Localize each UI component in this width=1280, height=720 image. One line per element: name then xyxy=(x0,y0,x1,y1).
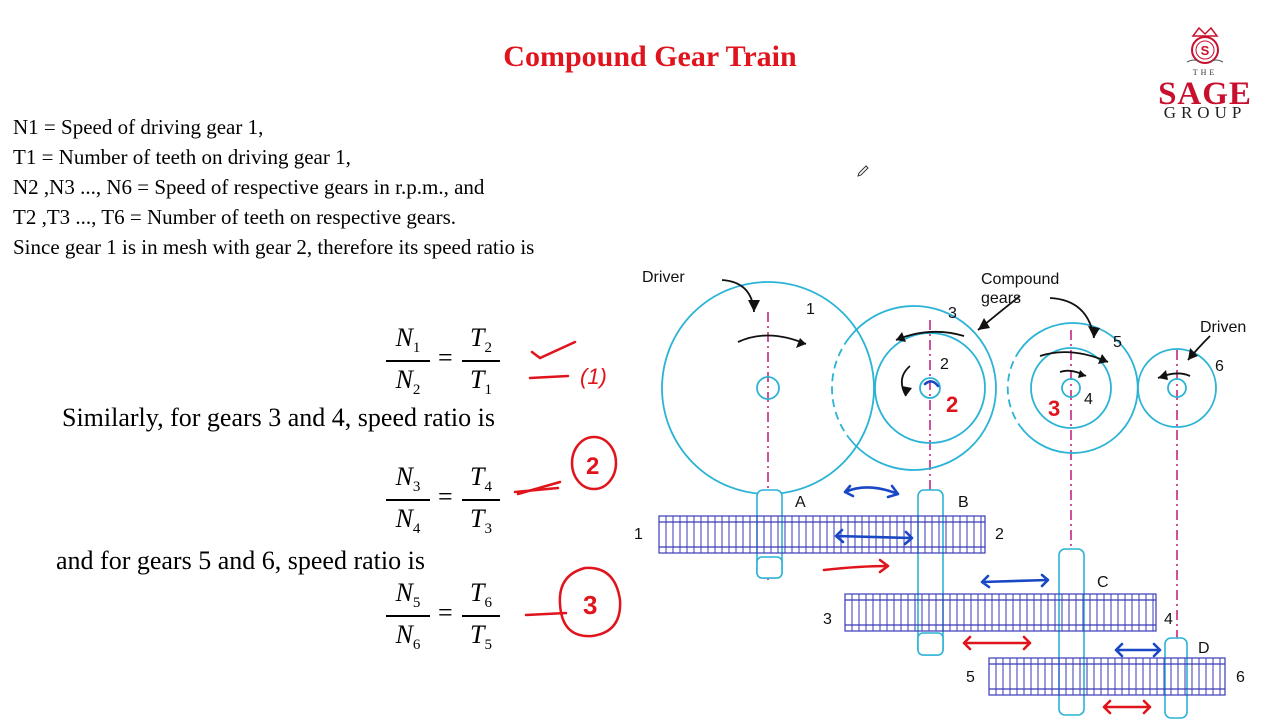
gear-4-hub xyxy=(1061,378,1081,398)
gear-number: 3 xyxy=(948,305,957,322)
gear-number: 2 xyxy=(995,526,1004,543)
logo-emblem-icon: S xyxy=(1186,26,1224,64)
sage-group-logo: S THE SAGE GROUP xyxy=(1145,18,1265,123)
dash-mark xyxy=(528,374,570,380)
arrowhead-icon xyxy=(1098,354,1108,364)
arrowhead-icon xyxy=(1158,370,1168,380)
gear-3-circle xyxy=(848,305,997,471)
gear-number: 6 xyxy=(1215,358,1224,375)
definition-line: N2 ,N3 ..., N6 = Speed of respective gea… xyxy=(13,175,485,199)
arrowhead-icon xyxy=(1188,348,1198,360)
check-mark xyxy=(530,340,577,360)
arrowhead-icon xyxy=(748,300,760,312)
leader-line xyxy=(1049,297,1095,339)
definitions: N1 = Speed of driving gear 1, T1 = Numbe… xyxy=(13,112,534,262)
gear-number: 6 xyxy=(1236,669,1245,686)
fraction-lhs: N1 N2 xyxy=(386,323,430,399)
logo-the: THE xyxy=(1192,68,1218,77)
ink-number: 3 xyxy=(1048,396,1060,421)
gear-2-circle xyxy=(874,332,986,444)
definition-line: T1 = Number of teeth on driving gear 1, xyxy=(13,145,351,169)
ink-arrow-red xyxy=(1102,699,1152,715)
gear-number: 1 xyxy=(806,301,815,318)
definition-line: T2 ,T3 ..., T6 = Number of teeth on resp… xyxy=(13,205,456,229)
annotation-label: 2 xyxy=(586,453,599,480)
slide-title: Compound Gear Train xyxy=(503,40,797,73)
definition-line: N1 = Speed of driving gear 1, xyxy=(13,115,264,139)
shaft-label: C xyxy=(1097,574,1109,591)
gear-5-hidden-arc xyxy=(1006,349,1021,427)
shaft-label: B xyxy=(958,494,969,511)
rotation-arrow-icon xyxy=(737,334,807,345)
label-gears: gears xyxy=(981,290,1021,307)
gear-rack-3-4 xyxy=(844,593,1157,632)
shaft-label: D xyxy=(1198,640,1210,657)
shaft-d xyxy=(1164,637,1188,719)
shaft-c xyxy=(1058,548,1085,716)
rotation-arrow-icon xyxy=(900,365,911,397)
ink-arrow-blue xyxy=(834,528,914,546)
gear-4-circle xyxy=(1030,347,1112,429)
ink-arrow-red xyxy=(822,558,890,574)
arrowhead-icon xyxy=(1078,370,1086,378)
compound-gear-diagram: Driver Compound gears Driven 1 3 2 5 4 6 xyxy=(634,269,1246,719)
gear-3-hidden-arc xyxy=(831,337,850,439)
arrowhead-icon xyxy=(1088,326,1100,338)
fraction-lhs: N3 N4 xyxy=(386,462,430,538)
ink-number: 2 xyxy=(946,392,958,417)
arrowhead-icon xyxy=(796,338,806,348)
logo-sage: SAGE xyxy=(1158,76,1252,112)
ink-arrow-red xyxy=(962,635,1032,651)
dash-mark xyxy=(524,611,568,617)
gear-number: 4 xyxy=(1164,611,1173,628)
fraction-rhs: T6 T5 xyxy=(462,578,500,654)
arrowhead-icon xyxy=(896,332,906,342)
pencil-cursor-icon xyxy=(857,165,869,177)
gear-rack-1-2 xyxy=(658,515,986,554)
logo-group: GROUP xyxy=(1163,103,1247,122)
leader-line xyxy=(721,279,755,313)
arrowhead-icon xyxy=(978,318,990,330)
gear-number: 2 xyxy=(940,356,949,373)
fraction-lhs: N5 N6 xyxy=(386,578,430,654)
definition-line: Since gear 1 is in mesh with gear 2, the… xyxy=(13,235,535,259)
rotation-arrow-icon xyxy=(1039,351,1109,363)
circle-mark xyxy=(558,566,622,638)
ink-scribble xyxy=(923,380,940,388)
annotation-label: 3 xyxy=(583,590,597,620)
gear-number: 5 xyxy=(966,669,975,686)
gear-number: 1 xyxy=(634,526,643,543)
svg-text:S: S xyxy=(1201,43,1210,58)
gear-rack-5-6 xyxy=(988,657,1226,696)
fraction-rhs: T4 T3 xyxy=(462,462,500,538)
statement-gears-5-6: and for gears 5 and 6, speed ratio is xyxy=(56,546,425,575)
label-driven: Driven xyxy=(1200,319,1246,336)
ink-arrow-blue xyxy=(843,484,900,499)
statement-gears-3-4: Similarly, for gears 3 and 4, speed rati… xyxy=(62,403,495,432)
label-compound: Compound xyxy=(981,271,1059,288)
gear-number: 4 xyxy=(1084,391,1093,408)
dash-mark xyxy=(516,480,562,496)
gear-2-hub xyxy=(919,377,941,399)
label-driver: Driver xyxy=(642,269,685,286)
gear-number: 5 xyxy=(1113,334,1122,351)
gear-6-hub xyxy=(1167,378,1187,398)
annotation-label: (1) xyxy=(580,364,607,389)
shaft-label: A xyxy=(795,494,806,511)
ink-arrow-blue xyxy=(980,573,1050,589)
gear-number: 3 xyxy=(823,611,832,628)
arrowhead-icon xyxy=(902,386,912,396)
ink-arrow-blue xyxy=(1114,642,1162,658)
circle-mark xyxy=(570,435,618,491)
fraction-rhs: T2 T1 xyxy=(462,323,500,399)
gear-1-hub xyxy=(756,376,780,400)
gear-6-circle xyxy=(1137,348,1217,428)
